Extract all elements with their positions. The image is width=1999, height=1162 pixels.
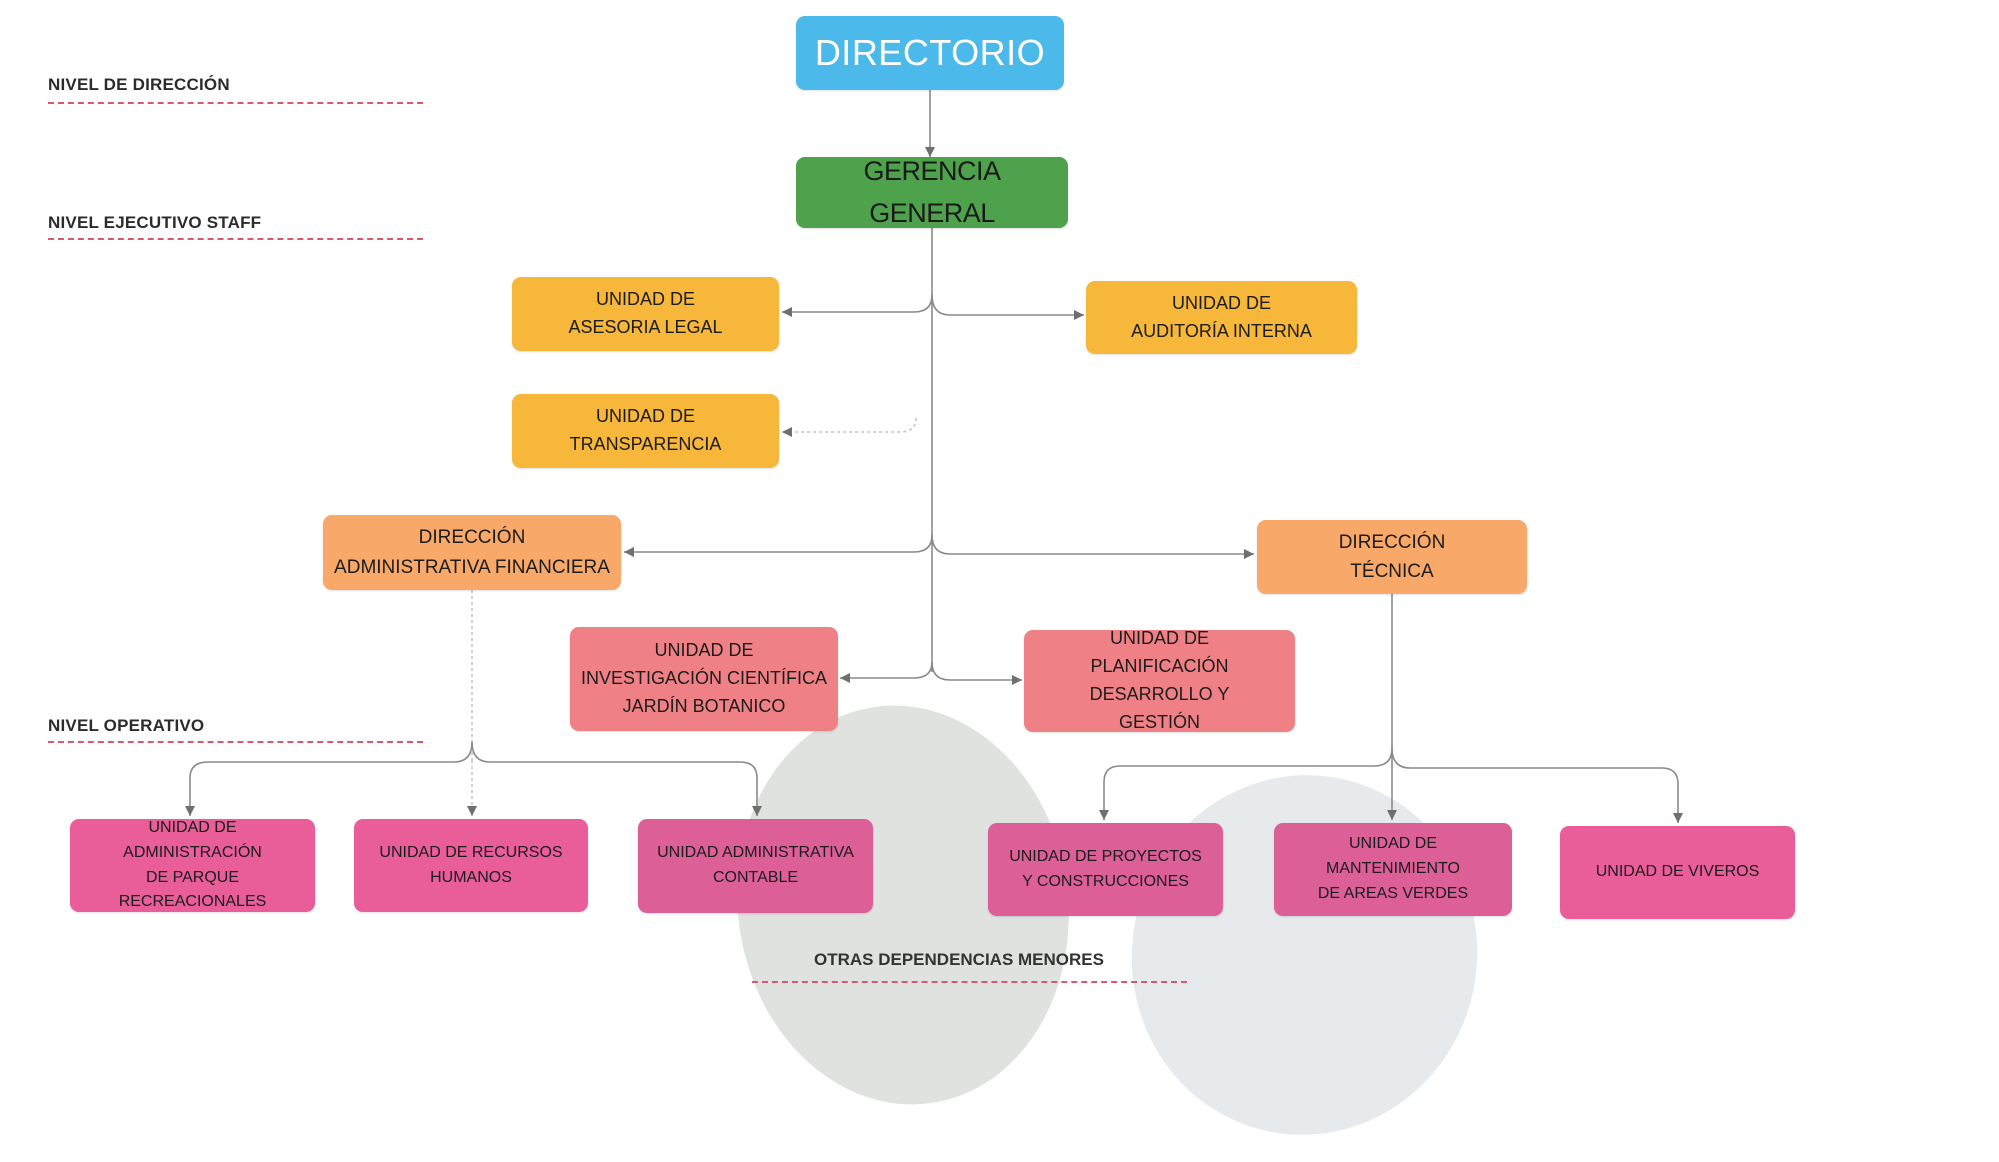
node-auditoria-interna: UNIDAD DE AUDITORÍA INTERNA [1086, 281, 1357, 354]
node-administrativa-contable: UNIDAD ADMINISTRATIVA CONTABLE [638, 819, 873, 913]
link-gerencia-transparencia [782, 417, 917, 433]
node-viveros-label: UNIDAD DE VIVEROS [1595, 863, 1760, 881]
node-administracion-parques: UNIDAD DE ADMINISTRACIÓN DE PARQUE RECRE… [70, 819, 315, 912]
arrow-viveros [1673, 813, 1683, 823]
node-direccion-administrativa-financiera: DIRECCIÓN ADMINISTRATIVA FINANCIERA [323, 515, 621, 590]
node-proyectos-construcciones: UNIDAD DE PROYECTOS Y CONSTRUCCIONES [988, 823, 1223, 916]
node-rrhh-label: UNIDAD DE RECURSOS HUMANOS [379, 843, 563, 886]
link-tecnica-viveros [1391, 747, 1679, 823]
node-directorio: DIRECTORIO [796, 16, 1064, 90]
node-transparencia: UNIDAD DE TRANSPARENCIA [512, 394, 779, 468]
arrow-mantenimiento [1387, 810, 1397, 820]
footer-otras-dependencias: OTRAS DEPENDENCIAS MENORES [814, 950, 1104, 969]
level-label-operativo: NIVEL OPERATIVO [48, 716, 205, 735]
node-viveros: UNIDAD DE VIVEROS [1560, 826, 1795, 919]
arrow-contable [752, 806, 762, 816]
node-direccion-tecnica: DIRECCIÓN TÉCNICA [1257, 520, 1527, 594]
node-daf-label: DIRECCIÓN ADMINISTRATIVA FINANCIERA [334, 527, 610, 578]
connector-lines [185, 90, 1683, 823]
node-gerencia-label: GERENCIA GENERAL [863, 155, 1001, 228]
arrow-planificacion [1012, 675, 1022, 685]
arrow-parque [185, 806, 195, 816]
org-chart: NIVEL DE DIRECCIÓN NIVEL EJECUTIVO STAFF… [48, 16, 1795, 1162]
arrow-daf [624, 547, 634, 557]
node-transparencia-label: UNIDAD DE TRANSPARENCIA [569, 406, 722, 454]
node-asesoria-label: UNIDAD DE ASESORIA LEGAL [568, 289, 723, 337]
node-mantenimiento-areas-verdes: UNIDAD DE MANTENIMIENTO DE AREAS VERDES [1274, 823, 1512, 916]
node-planificacion-label: UNIDAD DE PLANIFICACIÓN DESARROLLO Y GES… [1089, 628, 1230, 732]
footer-divider [752, 981, 1187, 983]
level-label-ejecutivo: NIVEL EJECUTIVO STAFF [48, 213, 262, 232]
arrow-auditoria [1074, 310, 1084, 320]
node-gerencia-general: GERENCIA GENERAL [796, 156, 1068, 228]
link-gerencia-auditoria [931, 294, 1084, 316]
link-gerencia-daf [624, 534, 933, 553]
arrow-proyectos [1099, 810, 1109, 820]
level-divider-ejecutivo [48, 238, 423, 240]
level-divider-operativo [48, 741, 423, 743]
node-directorio-label: DIRECTORIO [814, 32, 1046, 74]
node-asesoria-legal: UNIDAD DE ASESORIA LEGAL [512, 277, 779, 351]
node-mantenimiento-label: UNIDAD DE MANTENIMIENTO DE AREAS VERDES [1317, 835, 1469, 902]
node-investigacion-label: UNIDAD DE INVESTIGACIÓN CIENTÍFICA JARDÍ… [580, 640, 828, 716]
node-planificacion-desarrollo: UNIDAD DE PLANIFICACIÓN DESARROLLO Y GES… [1024, 628, 1295, 732]
node-proyectos-label: UNIDAD DE PROYECTOS Y CONSTRUCCIONES [1009, 847, 1202, 890]
link-tecnica-proyectos [1103, 747, 1393, 820]
node-auditoria-label: UNIDAD DE AUDITORÍA INTERNA [1131, 292, 1312, 341]
node-contable-label: UNIDAD ADMINISTRATIVA CONTABLE [657, 844, 854, 886]
arrow-investigacion [840, 673, 850, 683]
arrow-asesoria [782, 307, 792, 317]
level-divider-direccion [48, 102, 423, 104]
link-daf-contable [471, 741, 758, 816]
level-label-direccion: NIVEL DE DIRECCIÓN [48, 75, 230, 94]
link-gerencia-tecnica [931, 534, 1254, 555]
node-tecnica-label: DIRECCIÓN TÉCNICA [1338, 531, 1446, 582]
link-gerencia-investigacion [840, 661, 933, 679]
arrow-rrhh [467, 806, 477, 816]
arrow-transparencia [782, 427, 792, 437]
arrow-tecnica [1244, 549, 1254, 559]
node-investigacion-cientifica: UNIDAD DE INVESTIGACIÓN CIENTÍFICA JARDÍ… [570, 627, 838, 731]
link-gerencia-asesoria [782, 294, 933, 313]
node-parque-label: UNIDAD DE ADMINISTRACIÓN DE PARQUE RECRE… [118, 818, 267, 911]
link-gerencia-planificacion [931, 661, 1022, 681]
arrow-gerencia [925, 147, 935, 157]
node-recursos-humanos: UNIDAD DE RECURSOS HUMANOS [354, 819, 588, 912]
link-daf-parque [189, 741, 473, 816]
